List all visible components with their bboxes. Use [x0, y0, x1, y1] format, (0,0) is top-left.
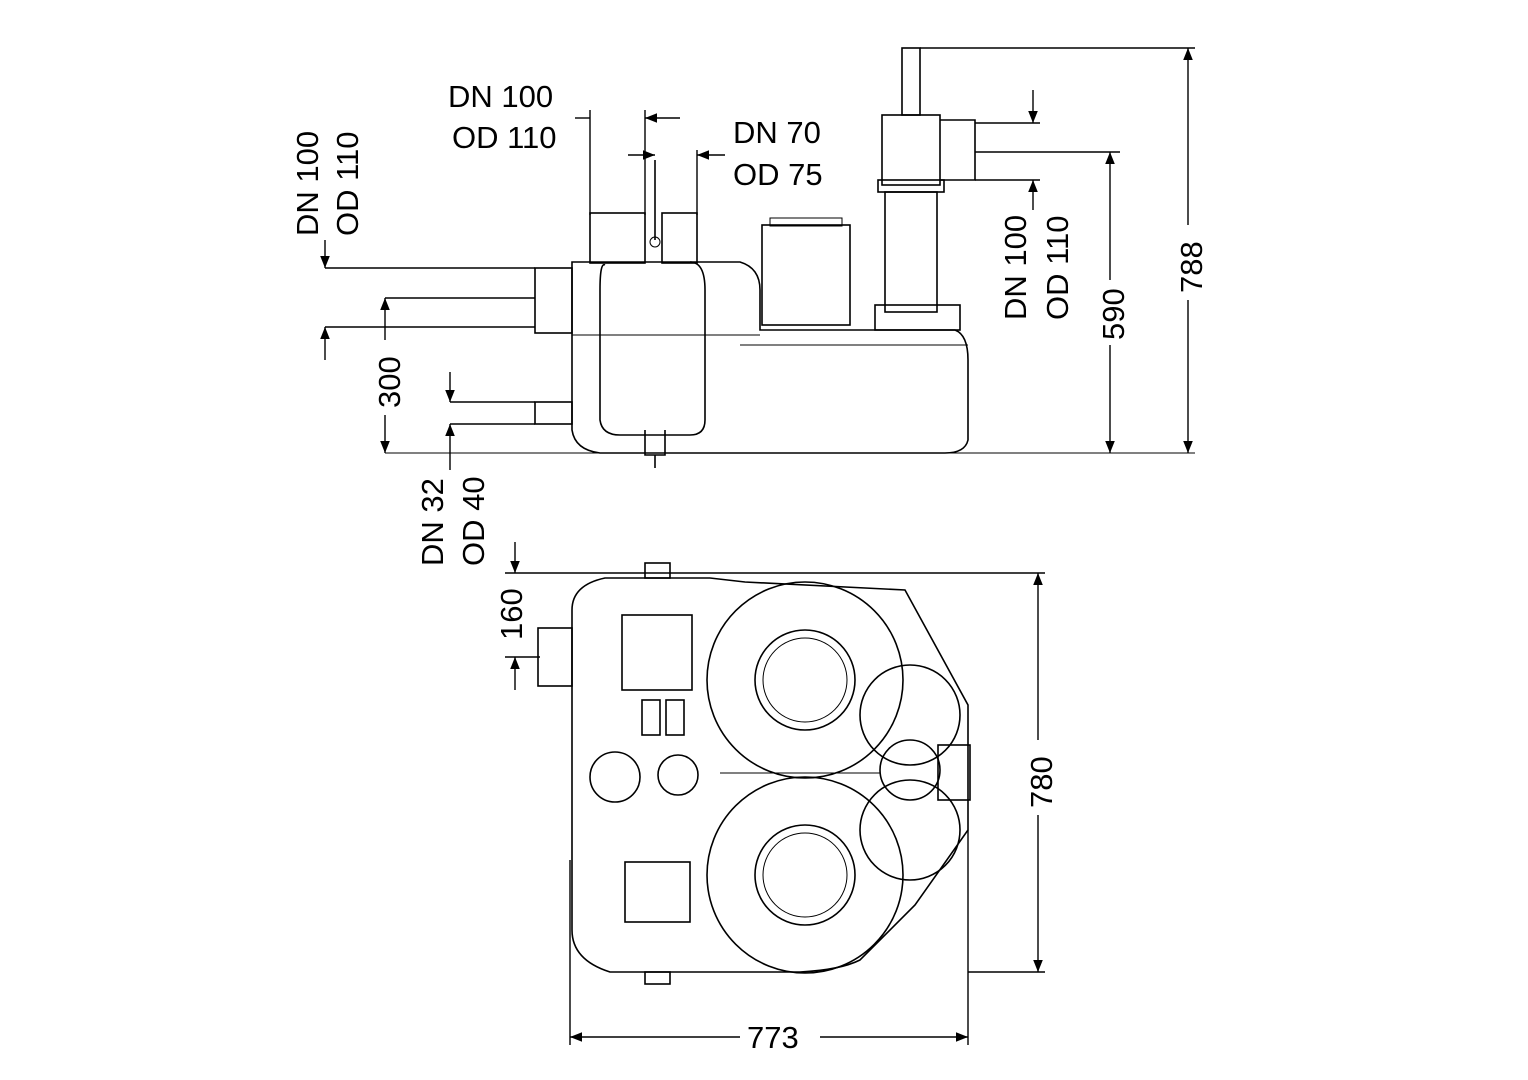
tank-body: [571, 261, 969, 454]
inlet-top-dn-label: DN 100: [448, 79, 553, 114]
sensor-fitting: [649, 236, 661, 248]
outlet-height-label: 590: [1096, 288, 1131, 340]
top-dimensions: [505, 542, 1045, 1045]
pump-flange-upper: [706, 581, 904, 779]
motor-box: [761, 224, 851, 326]
tank-outline: [571, 577, 969, 973]
valve-flange: [877, 179, 945, 193]
drain-pipe: [534, 401, 573, 425]
pump-cover-inner-upper: [762, 637, 848, 723]
motor-cap: [769, 217, 843, 227]
width-label: 773: [747, 1020, 799, 1055]
top-view: [537, 562, 971, 985]
pump-cover-inner-lower: [762, 832, 848, 918]
side-dimensions: [320, 47, 1195, 470]
outlet-dn-label: DN 100: [998, 215, 1033, 320]
access-plate: [621, 614, 693, 691]
valve-handle: [901, 47, 921, 116]
inlet-top-pipe: [589, 212, 646, 264]
top-lug: [644, 562, 671, 579]
drain-dn-label: DN 32: [415, 478, 450, 566]
top-side-inlet: [537, 627, 573, 687]
vent-dn-label: DN 70: [733, 115, 821, 150]
inlet-top-od-label: OD 110: [452, 120, 557, 155]
gate-valve: [879, 739, 941, 801]
small-port: [657, 754, 699, 796]
sensor-plate: [624, 861, 691, 923]
large-port: [589, 751, 641, 803]
side-view: [385, 47, 1195, 468]
vent-pipe: [661, 212, 698, 264]
drain-od-label: OD 40: [456, 476, 491, 566]
pump-cover-lower: [754, 824, 856, 926]
inlet-side-dn-label: DN 100: [290, 131, 325, 236]
check-valve-upper: [859, 664, 961, 766]
valve-riser: [884, 191, 938, 313]
outlet-pipe: [940, 119, 976, 181]
pump-cover-upper: [754, 629, 856, 731]
connector-slot: [665, 699, 685, 736]
inlet-side-od-label: OD 110: [330, 131, 365, 236]
vent-od-label: OD 75: [733, 157, 823, 192]
side-inlet-pipe: [534, 267, 573, 334]
bottom-lug: [644, 971, 671, 985]
check-valve: [881, 114, 941, 186]
top-outlet-pipe: [937, 744, 971, 801]
valve-base: [874, 304, 961, 331]
inlet-offset-label: 160: [494, 588, 529, 640]
pump-flange-lower: [706, 776, 904, 974]
connector-slot: [641, 699, 661, 736]
tank-front-housing: [599, 261, 706, 436]
depth-label: 780: [1024, 756, 1059, 808]
total-height-label: 788: [1174, 241, 1209, 293]
check-valve-lower: [859, 779, 961, 881]
bottom-hook: [644, 430, 666, 456]
outlet-od-label: OD 110: [1040, 215, 1075, 320]
inlet-height-label: 300: [372, 356, 407, 408]
